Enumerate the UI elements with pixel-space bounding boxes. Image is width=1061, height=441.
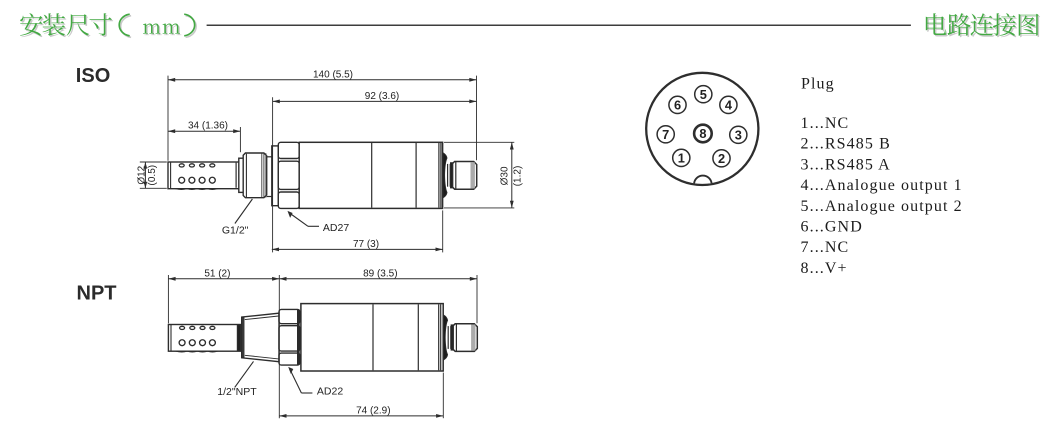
svg-text:ISO: ISO bbox=[76, 65, 110, 87]
svg-text:8...V+: 8...V+ bbox=[801, 260, 848, 277]
svg-text:4: 4 bbox=[725, 98, 733, 113]
svg-text:74 (2.9): 74 (2.9) bbox=[356, 406, 390, 417]
svg-text:Ø30: Ø30 bbox=[499, 166, 510, 185]
svg-text:1/2"NPT: 1/2"NPT bbox=[217, 386, 257, 398]
svg-text:2: 2 bbox=[718, 151, 725, 166]
svg-text:Ø12: Ø12 bbox=[136, 165, 147, 184]
svg-text:3...RS485 A: 3...RS485 A bbox=[801, 156, 891, 173]
svg-text:7: 7 bbox=[662, 127, 669, 142]
svg-text:8: 8 bbox=[699, 126, 706, 141]
svg-text:(1.2): (1.2) bbox=[513, 166, 524, 187]
svg-text:Plug: Plug bbox=[801, 76, 835, 93]
svg-text:7...NC: 7...NC bbox=[801, 239, 850, 256]
svg-text:89 (3.5): 89 (3.5) bbox=[363, 268, 397, 279]
svg-text:G1/2": G1/2" bbox=[222, 225, 249, 237]
svg-text:6...GND: 6...GND bbox=[801, 219, 863, 236]
svg-text:AD22: AD22 bbox=[317, 386, 343, 398]
svg-text:140 (5.5): 140 (5.5) bbox=[313, 69, 353, 80]
svg-text:3: 3 bbox=[735, 127, 742, 142]
svg-text:1...NC: 1...NC bbox=[801, 115, 850, 132]
svg-text:2...RS485 B: 2...RS485 B bbox=[801, 136, 891, 153]
svg-text:92 (3.6): 92 (3.6) bbox=[365, 91, 399, 102]
svg-text:(0.5): (0.5) bbox=[147, 165, 158, 186]
svg-text:5...Analogue output 2: 5...Analogue output 2 bbox=[801, 198, 963, 215]
svg-text:AD27: AD27 bbox=[323, 222, 349, 234]
svg-text:5: 5 bbox=[700, 87, 707, 102]
svg-text:77 (3): 77 (3) bbox=[353, 239, 379, 250]
svg-text:NPT: NPT bbox=[77, 283, 117, 305]
svg-text:6: 6 bbox=[674, 98, 681, 113]
svg-text:51 (2): 51 (2) bbox=[204, 268, 230, 279]
svg-text:1: 1 bbox=[678, 151, 685, 166]
svg-text:4...Analogue output 1: 4...Analogue output 1 bbox=[801, 177, 963, 194]
svg-text:34 (1.36): 34 (1.36) bbox=[188, 121, 228, 132]
